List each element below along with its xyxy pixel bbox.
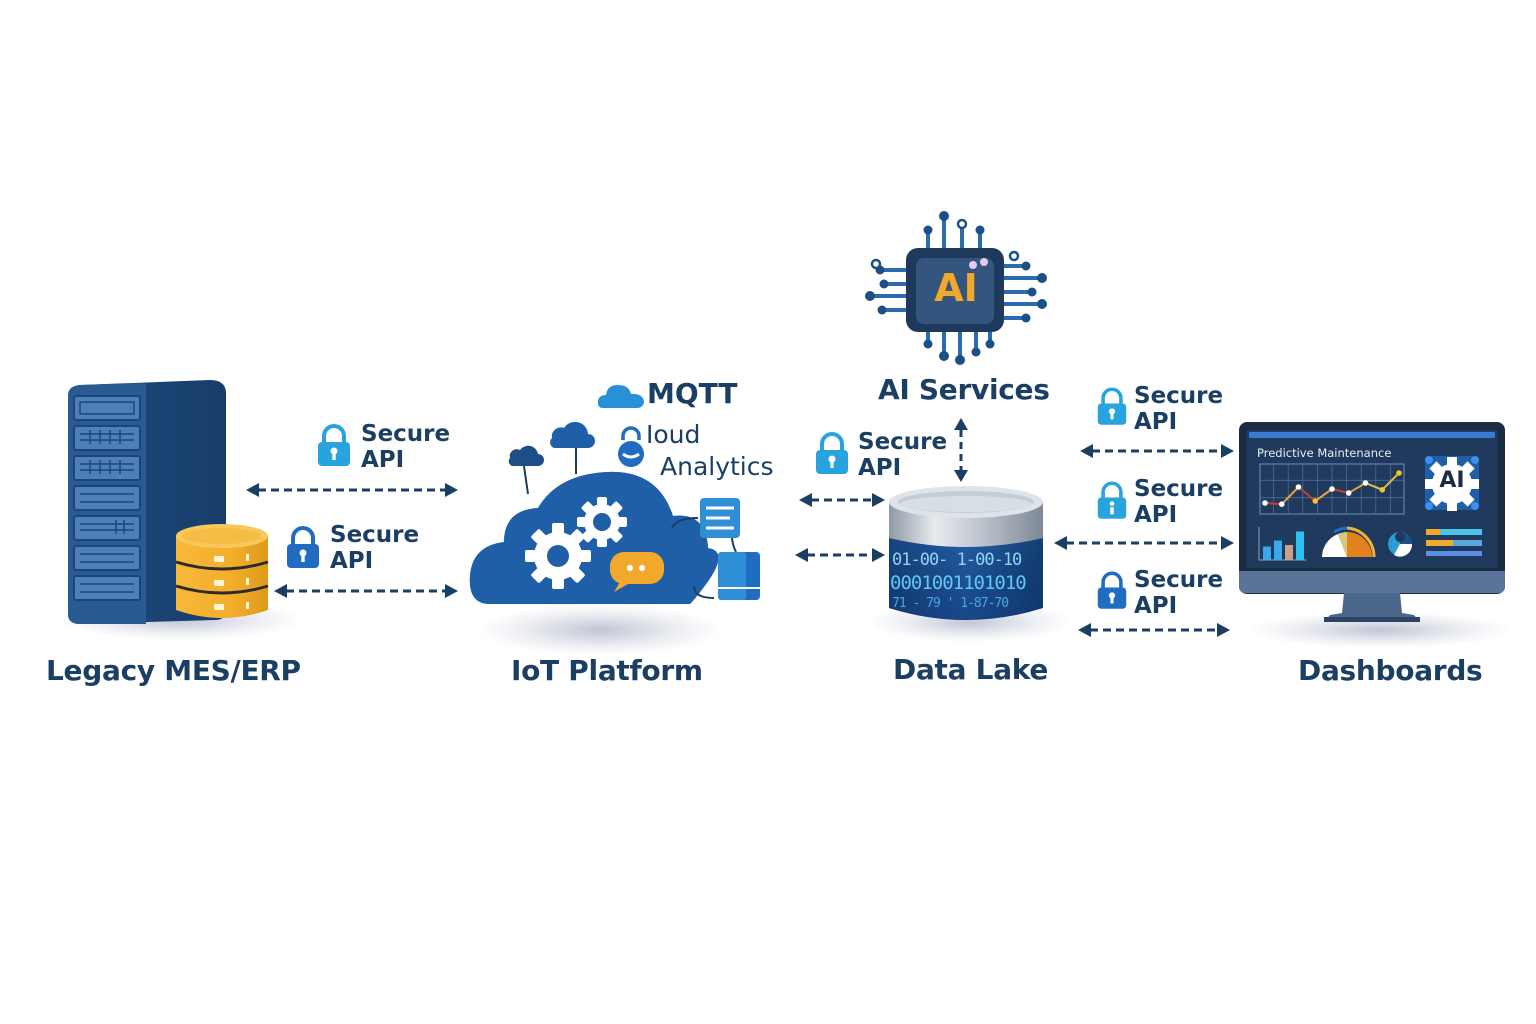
data-cylinder-icon (889, 486, 1043, 620)
api-label-line1: Secure (330, 522, 420, 548)
progress-bars-icon (1426, 529, 1482, 556)
node-label-ai: AI Services (878, 373, 1050, 406)
line-segment (1297, 486, 1316, 502)
ai-chip-icon (865, 211, 1047, 365)
api-label-line1: Secure (1134, 567, 1224, 593)
lock-icon (1097, 387, 1127, 425)
data-bits-line2: 0001001101010 (890, 572, 1027, 594)
data-bits-line3: 71 - 79 ' 1-87-70 (892, 596, 1009, 611)
bar (1274, 540, 1282, 560)
bidirectional-arrow[interactable] (1080, 442, 1234, 460)
api-label-line1: Secure (1134, 476, 1224, 502)
bar (1296, 531, 1304, 560)
database-stack-icon (175, 524, 269, 618)
data-point (1362, 480, 1369, 486)
ai-gear-badge-icon (1425, 456, 1479, 511)
data-point (1312, 498, 1319, 504)
api-label-line2: API (330, 548, 374, 574)
globe-chart-icon (1388, 532, 1413, 557)
node-label-lake: Data Lake (893, 653, 1049, 686)
data-point (1345, 490, 1352, 496)
lock-icon (287, 526, 319, 568)
bidirectional-arrow[interactable] (1078, 621, 1230, 639)
node-label-legacy: Legacy MES/ERP (46, 654, 301, 687)
line-segment (1281, 486, 1300, 505)
api-label-line1: Secure (858, 429, 948, 455)
bar (1263, 546, 1271, 560)
lock-icon (816, 432, 848, 474)
data-point (1396, 470, 1402, 476)
ai-badge-label: AI (1439, 468, 1465, 493)
data-point (1329, 486, 1335, 492)
lock-icon (318, 424, 350, 466)
cloud-gears-icon (469, 421, 762, 604)
line-segment (1365, 482, 1383, 491)
api-label-line2: API (361, 447, 405, 473)
mqtt-cloud-icon (597, 385, 644, 408)
iot-shadow (480, 605, 720, 655)
line-segment (1348, 482, 1367, 494)
data-bits-line1: 01-00- 1-00-10 (892, 550, 1022, 570)
bidirectional-arrow[interactable] (1054, 534, 1234, 552)
node-label-dash: Dashboards (1298, 654, 1483, 687)
vertical-bidirectional-arrow[interactable] (952, 418, 970, 482)
line-segment (1331, 488, 1349, 494)
data-point (1379, 487, 1386, 493)
api-label-line2: API (1134, 409, 1178, 435)
data-point (1278, 501, 1285, 507)
lock-icon (1097, 481, 1127, 519)
api-label-line1: Secure (1134, 383, 1224, 409)
lock-icon (618, 426, 644, 467)
cloud-label-line1: Ioud (646, 420, 701, 449)
mqtt-label: MQTT (647, 377, 738, 410)
api-label-line1: Secure (361, 421, 451, 447)
dashboard-title: Predictive Maintenance (1257, 446, 1392, 460)
data-point (1295, 484, 1302, 490)
line-segment (1314, 488, 1333, 502)
node-label-iot: IoT Platform (511, 654, 703, 687)
gauge-icon (1322, 526, 1376, 558)
bidirectional-arrow[interactable] (246, 481, 458, 499)
bidirectional-arrow[interactable] (274, 582, 458, 600)
data-point (1262, 500, 1268, 506)
lock-icon (1097, 571, 1127, 609)
dashboard-line-chart (1259, 463, 1405, 515)
bidirectional-arrow[interactable] (795, 546, 885, 564)
dashboard-bar-chart (1258, 527, 1306, 561)
line-segment (1381, 472, 1400, 491)
bidirectional-arrow[interactable] (799, 491, 885, 509)
api-label-line2: API (1134, 593, 1178, 619)
api-label-line2: API (858, 455, 902, 481)
api-label-line2: API (1134, 502, 1178, 528)
cloud-label-line2: Analytics (660, 452, 774, 481)
bar (1285, 545, 1293, 560)
chip-label: AI (934, 266, 978, 310)
